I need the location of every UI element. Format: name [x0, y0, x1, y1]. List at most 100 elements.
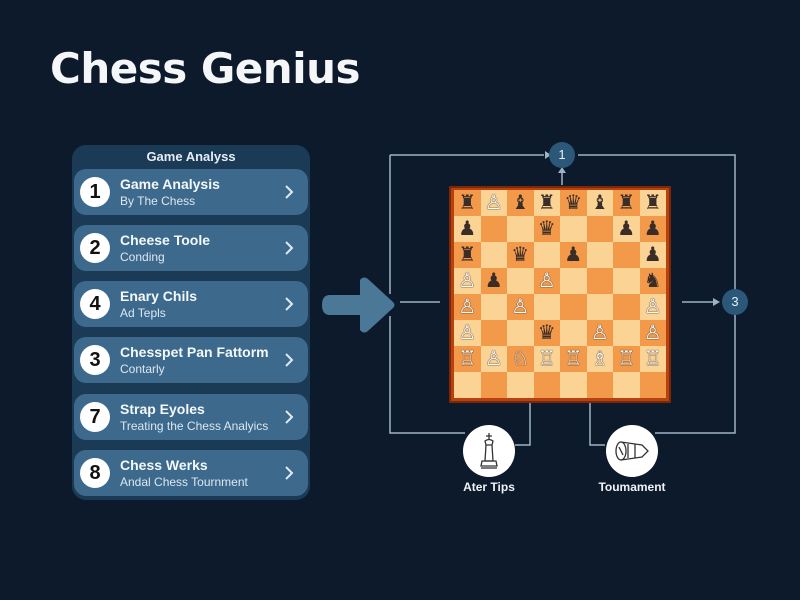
board-square[interactable]	[586, 372, 613, 398]
board-square[interactable]	[639, 372, 666, 398]
board-square[interactable]: ♜	[639, 190, 666, 216]
chess-piece-icon[interactable]: ♙	[643, 322, 662, 344]
chess-piece-icon[interactable]: ♖	[564, 348, 583, 370]
board-square[interactable]	[480, 320, 507, 346]
chess-piece-icon[interactable]: ♙	[458, 296, 477, 318]
board-square[interactable]	[480, 294, 507, 320]
board-square[interactable]: ♙	[454, 268, 481, 294]
board-square[interactable]: ♙	[480, 346, 507, 372]
list-item-game-analysis[interactable]: 1 Game Analysis By The Chess	[74, 169, 308, 215]
list-item-cheese-toole[interactable]: 2 Cheese Toole Conding	[74, 225, 308, 271]
board-square[interactable]: ♖	[560, 346, 587, 372]
flow-node-3[interactable]: 3	[722, 289, 748, 315]
board-square[interactable]: ♖	[454, 346, 481, 372]
chess-piece-icon[interactable]: ♙	[458, 270, 477, 292]
chessboard[interactable]: ♜♙♝♜♛♝♜♜♟♛♟♟♜♛♟♟♙♟♙♞♙♙♙♙♛♙♙♖♙♘♖♖♗♖♖	[454, 190, 666, 398]
board-square[interactable]: ♛	[507, 242, 534, 268]
board-square[interactable]	[533, 372, 560, 398]
chess-piece-icon[interactable]: ♙	[537, 270, 556, 292]
board-square[interactable]	[507, 268, 534, 294]
chess-piece-icon[interactable]: ♟	[564, 244, 583, 266]
board-square[interactable]: ♛	[533, 216, 560, 242]
board-square[interactable]: ♞	[639, 268, 666, 294]
chess-piece-icon[interactable]: ♛	[537, 322, 556, 344]
chess-piece-icon[interactable]: ♙	[458, 322, 477, 344]
board-square[interactable]	[507, 372, 534, 398]
board-square[interactable]: ♝	[507, 190, 534, 216]
board-square[interactable]: ♜	[613, 190, 640, 216]
chess-piece-icon[interactable]: ♙	[643, 296, 662, 318]
board-square[interactable]: ♟	[454, 216, 481, 242]
chess-piece-icon[interactable]: ♝	[511, 192, 530, 214]
board-square[interactable]	[480, 242, 507, 268]
flow-node-1[interactable]: 1	[549, 142, 575, 168]
chess-piece-icon[interactable]: ♘	[511, 348, 530, 370]
board-square[interactable]	[507, 320, 534, 346]
chess-piece-icon[interactable]: ♗	[590, 348, 609, 370]
board-square[interactable]	[454, 372, 481, 398]
chess-piece-icon[interactable]: ♜	[458, 192, 477, 214]
board-square[interactable]	[613, 372, 640, 398]
chess-piece-icon[interactable]: ♜	[458, 244, 477, 266]
chess-piece-icon[interactable]: ♙	[484, 192, 503, 214]
board-square[interactable]	[586, 268, 613, 294]
board-square[interactable]	[586, 242, 613, 268]
board-square[interactable]: ♗	[586, 346, 613, 372]
chess-piece-icon[interactable]: ♛	[537, 218, 556, 240]
board-square[interactable]	[507, 216, 534, 242]
board-square[interactable]: ♖	[639, 346, 666, 372]
board-square[interactable]	[586, 216, 613, 242]
chess-piece-icon[interactable]: ♙	[511, 296, 530, 318]
chess-piece-icon[interactable]: ♜	[537, 192, 556, 214]
list-item-enary-chils[interactable]: 4 Enary Chils Ad Tepls	[74, 281, 308, 327]
board-square[interactable]	[560, 372, 587, 398]
board-square[interactable]: ♙	[639, 294, 666, 320]
chess-piece-icon[interactable]: ♟	[458, 218, 477, 240]
list-item-chesspet-pan-fattorm[interactable]: 3 Chesspet Pan Fattorm Contarly	[74, 337, 308, 383]
board-square[interactable]: ♜	[454, 242, 481, 268]
board-square[interactable]: ♟	[480, 268, 507, 294]
chess-piece-icon[interactable]: ♙	[590, 322, 609, 344]
chess-piece-icon[interactable]: ♟	[484, 270, 503, 292]
chess-piece-icon[interactable]: ♟	[617, 218, 636, 240]
board-square[interactable]	[586, 294, 613, 320]
tournament-badge[interactable]	[606, 425, 658, 477]
chess-piece-icon[interactable]: ♝	[590, 192, 609, 214]
chess-piece-icon[interactable]: ♟	[643, 244, 662, 266]
board-square[interactable]	[560, 268, 587, 294]
chess-piece-icon[interactable]: ♖	[537, 348, 556, 370]
board-square[interactable]	[613, 320, 640, 346]
chess-piece-icon[interactable]: ♙	[484, 348, 503, 370]
board-square[interactable]: ♙	[507, 294, 534, 320]
board-square[interactable]: ♛	[533, 320, 560, 346]
board-square[interactable]: ♟	[613, 216, 640, 242]
board-square[interactable]: ♖	[533, 346, 560, 372]
list-item-chess-werks[interactable]: 8 Chess Werks Andal Chess Tournment	[74, 450, 308, 496]
chess-piece-icon[interactable]: ♖	[458, 348, 477, 370]
chess-piece-icon[interactable]: ♛	[511, 244, 530, 266]
board-square[interactable]	[613, 294, 640, 320]
board-square[interactable]: ♙	[639, 320, 666, 346]
ater-tips-badge[interactable]	[463, 425, 515, 477]
board-square[interactable]	[613, 268, 640, 294]
chess-piece-icon[interactable]: ♞	[643, 270, 662, 292]
board-square[interactable]	[533, 242, 560, 268]
board-square[interactable]: ♟	[639, 216, 666, 242]
board-square[interactable]: ♙	[586, 320, 613, 346]
board-square[interactable]: ♜	[454, 190, 481, 216]
board-square[interactable]: ♜	[533, 190, 560, 216]
board-square[interactable]: ♟	[560, 242, 587, 268]
chess-piece-icon[interactable]: ♖	[643, 348, 662, 370]
board-square[interactable]: ♖	[613, 346, 640, 372]
board-square[interactable]: ♙	[454, 294, 481, 320]
chess-piece-icon[interactable]: ♛	[564, 192, 583, 214]
chess-piece-icon[interactable]: ♜	[617, 192, 636, 214]
list-item-strap-eyoles[interactable]: 7 Strap Eyoles Treating the Chess Analyi…	[74, 394, 308, 440]
board-square[interactable]: ♙	[480, 190, 507, 216]
board-square[interactable]	[613, 242, 640, 268]
board-square[interactable]	[560, 294, 587, 320]
board-square[interactable]	[560, 320, 587, 346]
board-square[interactable]	[560, 216, 587, 242]
board-square[interactable]: ♘	[507, 346, 534, 372]
board-square[interactable]: ♛	[560, 190, 587, 216]
